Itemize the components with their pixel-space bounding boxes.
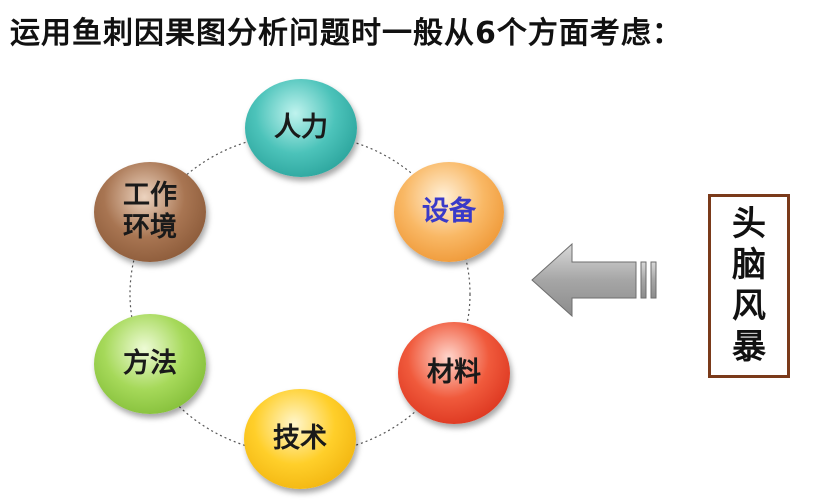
node-manpower-label: 人力: [274, 111, 328, 143]
node-equipment: 设备: [394, 162, 504, 262]
node-material: 材料: [398, 322, 510, 424]
node-environment-line2: 环境: [123, 212, 177, 243]
node-manpower: 人力: [245, 79, 357, 177]
left-arrow-icon: [531, 242, 657, 318]
node-equipment-label: 设备: [422, 195, 476, 227]
brainstorm-char: 脑: [732, 245, 766, 286]
node-technology-label: 技术: [273, 422, 327, 454]
brainstorm-box: 头 脑 风 暴: [708, 194, 790, 378]
brainstorm-char: 暴: [732, 326, 766, 367]
node-method-label: 方法: [123, 347, 177, 379]
node-method: 方法: [94, 314, 206, 414]
page-title: 运用鱼刺因果图分析问题时一般从6个方面考虑：: [10, 16, 683, 51]
node-environment-line1: 工作: [123, 179, 177, 211]
brainstorm-char: 风: [732, 286, 766, 326]
node-technology: 技术: [244, 389, 356, 489]
node-material-label: 材料: [427, 356, 481, 388]
node-environment: 工作 环境: [94, 162, 206, 262]
brainstorm-char: 头: [732, 204, 766, 245]
